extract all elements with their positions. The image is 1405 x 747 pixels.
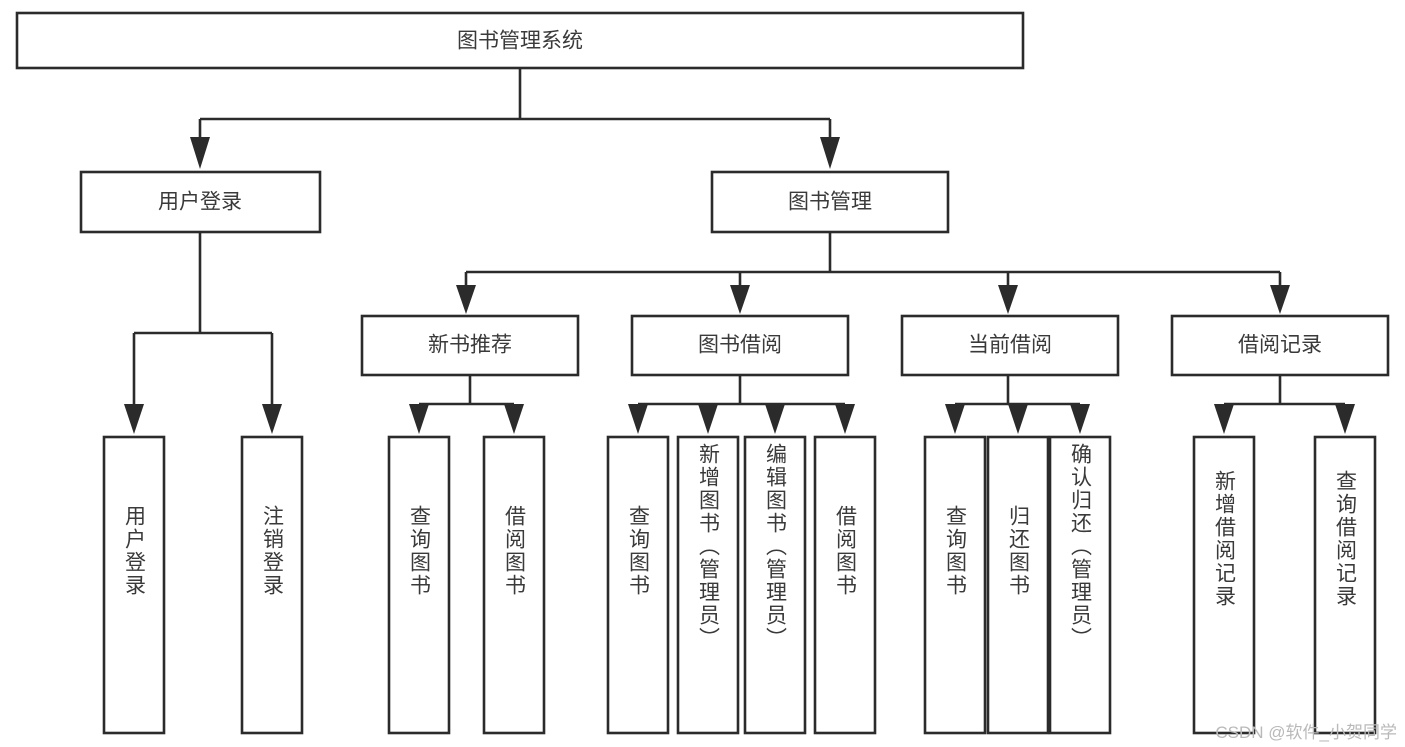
arrow-head-leaf-return-book xyxy=(1008,404,1028,434)
watermark-text: CSDN @软件_小贺同学 xyxy=(1215,723,1397,742)
arrow-head-leaf-query-record xyxy=(1335,404,1355,434)
leaf-box-borrow-book-2[interactable] xyxy=(813,435,877,735)
arrow-head-leaf-user-login xyxy=(124,404,144,434)
leaf-box-add-record[interactable] xyxy=(1192,435,1256,735)
node-root[interactable]: 图书管理系统 xyxy=(15,11,1025,70)
leaf-box-query-book-3[interactable] xyxy=(923,435,987,735)
arrow-head-leaf-borrow-book-2 xyxy=(835,404,855,434)
node-book-borrow-box[interactable] xyxy=(630,314,850,377)
node-current-borrow-label: 当前借阅 xyxy=(968,334,1052,357)
node-new-book-rec[interactable]: 新书推荐 xyxy=(360,314,580,377)
arrow-head-current-borrow xyxy=(998,285,1018,314)
leaf-box-edit-book[interactable] xyxy=(743,435,807,735)
connector-group-user-login xyxy=(124,232,282,434)
leaf-box-add-book[interactable] xyxy=(676,435,740,735)
connector-group-root xyxy=(190,68,840,169)
node-root-box[interactable] xyxy=(15,11,1025,70)
arrow-head-leaf-logout xyxy=(262,404,282,434)
connector-group-borrow-record xyxy=(1214,375,1355,434)
arrow-head-leaf-edit-book xyxy=(765,404,785,434)
node-book-manage-box[interactable] xyxy=(710,170,950,234)
node-current-borrow[interactable]: 当前借阅 xyxy=(900,314,1120,377)
arrow-head-leaf-borrow-book-1 xyxy=(504,404,524,434)
leaf-box-confirm-return[interactable] xyxy=(1048,435,1112,735)
node-user-login-box[interactable] xyxy=(79,170,322,234)
node-borrow-record-label: 借阅记录 xyxy=(1238,334,1322,357)
leaf-box-user-login[interactable] xyxy=(102,435,166,735)
node-current-borrow-box[interactable] xyxy=(900,314,1120,377)
node-book-borrow-label: 图书借阅 xyxy=(698,334,782,357)
leaf-box-borrow-book-1[interactable] xyxy=(482,435,546,735)
arrow-head-leaf-query-book-2 xyxy=(628,404,648,434)
node-new-book-rec-label: 新书推荐 xyxy=(428,334,512,357)
node-new-book-rec-box[interactable] xyxy=(360,314,580,377)
arrow-head-leaf-query-book-1 xyxy=(409,404,429,434)
leaf-box-query-book-2[interactable] xyxy=(606,435,670,735)
arrow-head-leaf-add-book xyxy=(698,404,718,434)
leaf-box-query-book-1[interactable] xyxy=(387,435,451,735)
node-book-borrow[interactable]: 图书借阅 xyxy=(630,314,850,377)
arrow-head-new-book-rec xyxy=(456,285,476,314)
arrow-head-leaf-add-record xyxy=(1214,404,1234,434)
node-borrow-record-box[interactable] xyxy=(1170,314,1390,377)
connector-group-current-borrow xyxy=(945,375,1090,434)
connector-group-new-book-rec xyxy=(409,375,524,434)
node-book-manage[interactable]: 图书管理 xyxy=(710,170,950,234)
arrow-head-leaf-query-book-3 xyxy=(945,404,965,434)
node-book-manage-label: 图书管理 xyxy=(788,191,872,214)
node-root-label: 图书管理系统 xyxy=(457,30,583,53)
arrow-head-borrow-record xyxy=(1270,285,1290,314)
node-user-login-label: 用户登录 xyxy=(158,191,242,214)
arrow-head-book-manage xyxy=(820,137,840,169)
leaf-box-query-record[interactable] xyxy=(1313,435,1377,735)
arrow-head-book-borrow xyxy=(730,285,750,314)
leaf-box-logout[interactable] xyxy=(240,435,304,735)
arrow-head-leaf-confirm-return xyxy=(1070,404,1090,434)
node-borrow-record[interactable]: 借阅记录 xyxy=(1170,314,1390,377)
leaf-box-return-book[interactable] xyxy=(986,435,1050,735)
node-user-login[interactable]: 用户登录 xyxy=(79,170,322,234)
arrow-head-user-login xyxy=(190,137,210,169)
connector-group-book-borrow xyxy=(628,375,855,434)
connector-group-book-manage xyxy=(456,232,1290,314)
